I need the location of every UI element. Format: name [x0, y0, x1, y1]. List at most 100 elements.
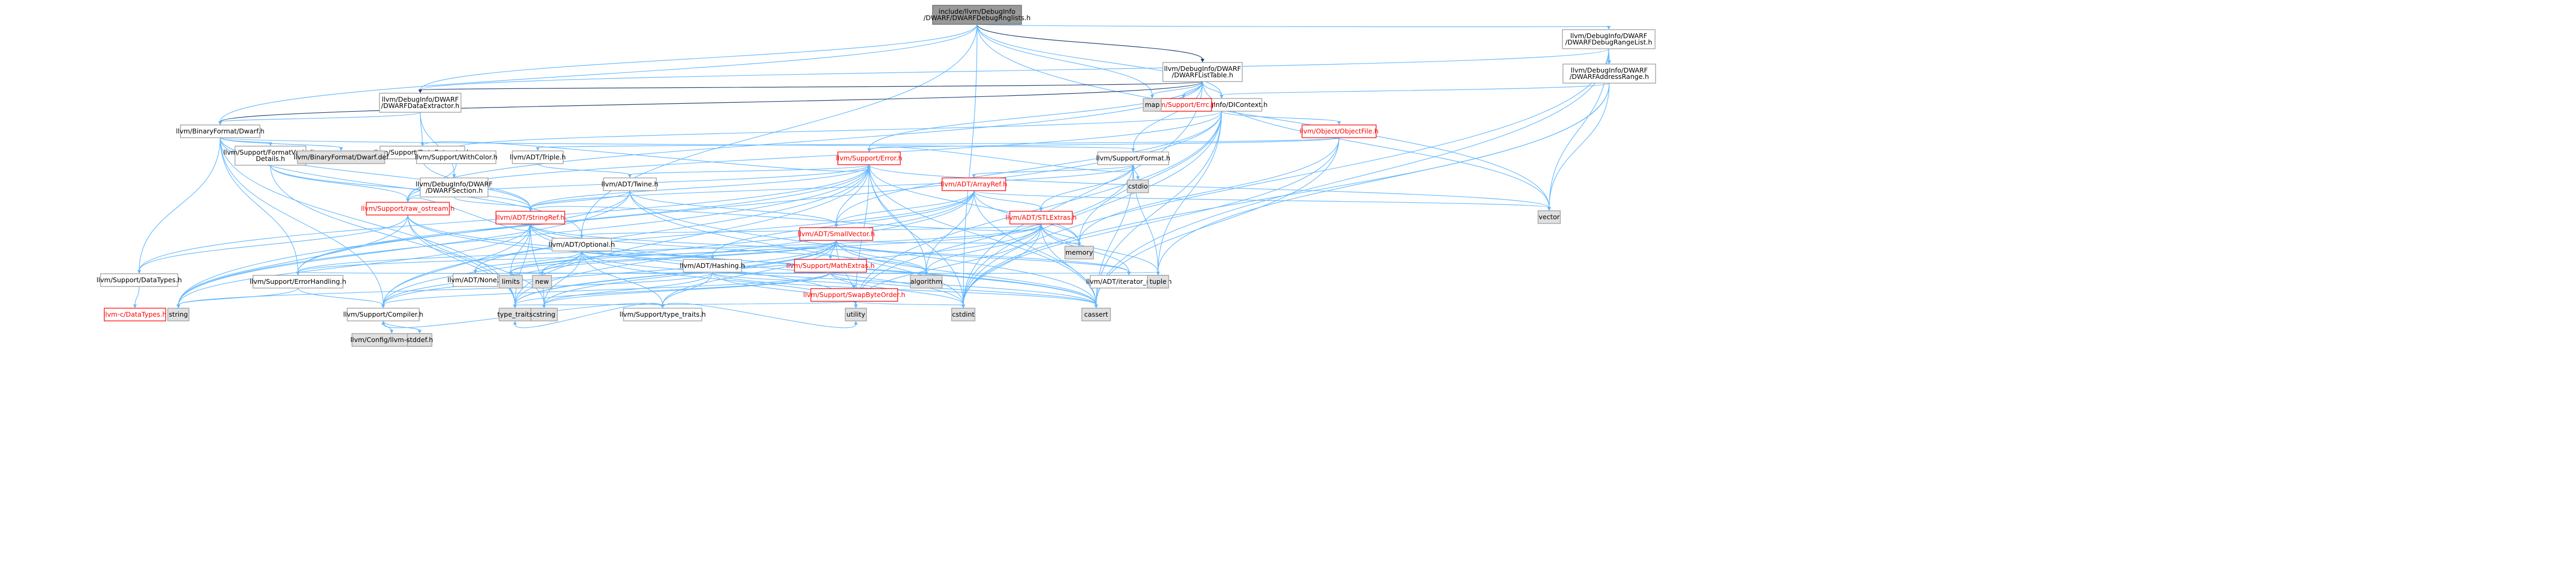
edge-smallvector-to-limits	[510, 240, 837, 273]
edge-arrowhead	[218, 121, 222, 125]
edge-twine-to-stringref	[530, 190, 630, 209]
node-label: cstring	[533, 310, 556, 318]
node-triple[interactable]: llvm/ADT/Triple.h	[510, 150, 566, 164]
edge-listtable-to-raw_ostream	[407, 81, 1203, 200]
edge-optional-to-typetraits	[581, 250, 663, 306]
node-listtable[interactable]: llvm/DebugInfo/DWARF/DWARFListTable.h	[1162, 62, 1243, 82]
node-label: llvm/Support/Format.h	[1096, 154, 1170, 162]
edge-listtable-to-map	[1152, 81, 1203, 96]
node-vector[interactable]: vector	[1538, 210, 1561, 224]
node-error[interactable]: llvm/Support/Error.h	[836, 151, 902, 165]
node-label: cstdint	[952, 310, 975, 318]
edge-dataextractor_dwarf-to-support_dataextractor	[420, 112, 423, 144]
node-stringref[interactable]: llvm/ADT/StringRef.h	[495, 211, 565, 225]
node-typetraits[interactable]: llvm/Support/type_traits.h	[619, 308, 706, 321]
edge-arrayref-to-vector	[973, 190, 1550, 208]
node-label: tuple	[1150, 277, 1167, 285]
edge-mathextras-to-cstring	[544, 272, 831, 306]
node-box	[845, 308, 867, 321]
node-rangelist[interactable]: llvm/DebugInfo/DWARF/DWARFDebugRangeList…	[1562, 29, 1656, 49]
node-label: /DWARFDataExtractor.h	[381, 102, 459, 110]
edge-binformat_dwarf-to-datatypes	[139, 137, 221, 271]
node-arrayref[interactable]: llvm/ADT/ArrayRef.h	[941, 177, 1007, 191]
edge-errorhandling-to-string	[178, 288, 299, 306]
node-none[interactable]: llvm/ADT/None.h	[447, 273, 503, 287]
node-cstdint[interactable]: cstdint	[951, 308, 975, 321]
edge-format-to-stlextras	[1041, 164, 1134, 209]
node-dwarfsection[interactable]: llvm/DebugInfo/DWARF/DWARFSection.h	[415, 177, 493, 198]
edge-swapbyteorder-to-type_traits	[514, 301, 855, 306]
node-hashing[interactable]: llvm/ADT/Hashing.h	[680, 259, 745, 273]
node-optional[interactable]: llvm/ADT/Optional.h	[548, 238, 615, 252]
node-label: llvm/Support/SwapByteOrder.h	[803, 291, 906, 299]
node-cstring[interactable]: cstring	[530, 308, 558, 321]
edge-stlextras-to-cassert	[1041, 223, 1097, 306]
node-stddef[interactable]: stddef.h	[406, 333, 433, 347]
edge-objectfile-to-error	[869, 137, 1340, 149]
node-string[interactable]: string	[167, 308, 189, 321]
node-algorithm[interactable]: algorithm	[910, 275, 943, 289]
edge-root-to-vector	[977, 24, 1550, 208]
node-label: llvm/DebugInfo/DWARF	[415, 180, 492, 188]
edge-arrowhead	[528, 208, 532, 211]
node-dwarf_def[interactable]: llvm/BinaryFormat/Dwarf.def	[294, 150, 389, 164]
edge-arrowhead	[1607, 26, 1611, 30]
node-limits[interactable]: limits	[499, 275, 523, 289]
node-twine[interactable]: llvm/ADT/Twine.h	[601, 177, 658, 191]
node-label: cstdio	[1128, 182, 1147, 190]
node-raw_ostream[interactable]: llvm/Support/raw_ostream.h	[361, 202, 455, 216]
edge-smallvector-to-algorithm	[836, 240, 927, 273]
edge-arrowhead	[452, 174, 456, 178]
edge-optional-to-none	[475, 250, 582, 271]
node-format[interactable]: llvm/Support/Format.h	[1096, 151, 1170, 165]
edge-arrowhead	[961, 304, 965, 308]
edge-arrayref-to-none	[475, 190, 974, 271]
node-box	[1538, 210, 1561, 224]
node-tuple[interactable]: tuple	[1147, 275, 1169, 289]
node-binformat_dwarf[interactable]: llvm/BinaryFormat/Dwarf.h	[176, 124, 265, 138]
edge-datatypes-to-llvmc_datatypes	[134, 286, 140, 306]
edge-listtable-to-binformat_dwarf	[220, 81, 1203, 122]
edge-mathextras-to-limits	[510, 272, 831, 274]
node-stlextras[interactable]: llvm/ADT/STLExtras.h	[1006, 211, 1077, 225]
node-datatypes[interactable]: llvm/Support/DataTypes.h	[96, 273, 182, 287]
node-withcolor[interactable]: llvm/Support/WithColor.h	[415, 150, 498, 164]
edge-arrowhead	[1337, 121, 1341, 125]
node-label: vector	[1539, 213, 1560, 221]
node-label: llvm/DebugInfo/DWARF	[1164, 65, 1241, 73]
node-new[interactable]: new	[532, 275, 552, 289]
node-smallvector[interactable]: llvm/ADT/SmallVector.h	[798, 227, 875, 241]
edge-rangelist-to-dataextractor_dwarf	[420, 48, 1610, 91]
node-compiler[interactable]: llvm/Support/Compiler.h	[343, 308, 423, 321]
node-utility[interactable]: utility	[845, 308, 867, 321]
node-cassert[interactable]: cassert	[1081, 308, 1111, 321]
node-llvmc_datatypes[interactable]: llvm-c/DataTypes.h	[103, 308, 167, 321]
node-cstdio[interactable]: cstdio	[1127, 180, 1149, 193]
node-box	[942, 177, 1006, 191]
node-type_traits[interactable]: type_traits	[498, 308, 533, 321]
edge-arrowhead	[390, 330, 394, 334]
edge-error-to-twine	[629, 164, 870, 175]
node-memory[interactable]: memory	[1064, 246, 1094, 259]
edge-diccontext-to-withcolor	[456, 111, 1222, 148]
node-map[interactable]: map	[1143, 98, 1162, 112]
node-label: llvm/ADT/STLExtras.h	[1006, 213, 1077, 221]
node-box	[1301, 124, 1377, 138]
node-addrrange[interactable]: llvm/DebugInfo/DWARF/DWARFAddressRange.h	[1562, 64, 1656, 84]
edge-error-to-format	[869, 147, 1134, 172]
node-label: llvm/DebugInfo/DWARF	[1571, 66, 1648, 74]
node-label: llvm-c/DataTypes.h	[103, 310, 166, 318]
edge-root-to-cstdint	[963, 24, 978, 306]
node-root[interactable]: include/llvm/DebugInfo/DWARF/DWARFDebugR…	[924, 5, 1031, 25]
node-errorhandling[interactable]: llvm/Support/ErrorHandling.h	[250, 275, 346, 289]
edge-root-to-binformat_dwarf	[220, 24, 978, 122]
node-support_errh[interactable]: llvm/Support/Errc.h	[1152, 98, 1216, 112]
edge-typetraits-to-type_traits	[514, 303, 663, 328]
node-label: stddef.h	[406, 336, 433, 344]
node-box	[1081, 308, 1111, 321]
node-objectfile[interactable]: llvm/Object/ObjectFile.h	[1299, 124, 1379, 138]
node-mathextras[interactable]: llvm/Support/MathExtras.h	[786, 259, 875, 273]
node-dataextractor_dwarf[interactable]: llvm/DebugInfo/DWARF/DWARFDataExtractor.…	[379, 93, 462, 113]
node-swapbyteorder[interactable]: llvm/Support/SwapByteOrder.h	[803, 288, 906, 302]
